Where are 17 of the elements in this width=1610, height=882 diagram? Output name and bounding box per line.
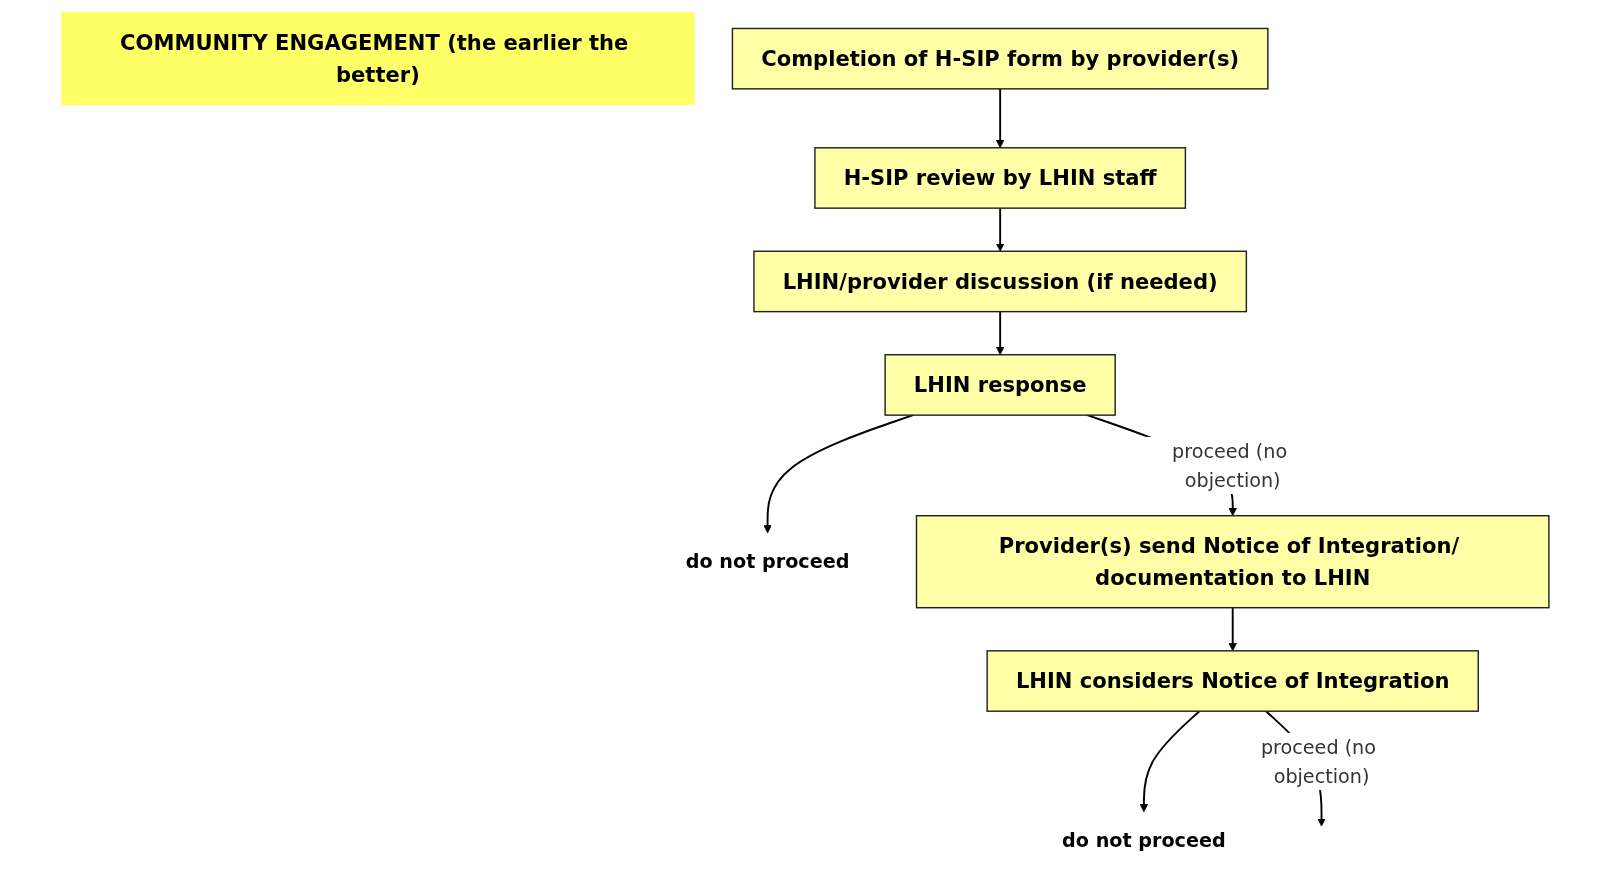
arrow bbox=[1228, 606, 1237, 652]
arrow bbox=[1139, 710, 1201, 813]
node-box: LHIN/provider discussion (if needed) bbox=[752, 250, 1247, 313]
node-box: H-SIP review by LHIN staff bbox=[813, 147, 1186, 209]
arrow bbox=[995, 87, 1005, 149]
edge-label: proceed (no objection) bbox=[1260, 735, 1376, 788]
node-box: LHIN considers Notice of Integration bbox=[986, 650, 1479, 712]
arrow bbox=[995, 207, 1005, 252]
node-box: Completion of H-SIP form by provider(s) bbox=[731, 27, 1269, 90]
edge-label: proceed (no objection) bbox=[1171, 439, 1287, 492]
node-box: COMMUNITY ENGAGEMENT (the earlier the better) bbox=[60, 12, 695, 106]
node-text: do not proceed bbox=[685, 550, 850, 574]
node-box: LHIN response bbox=[884, 354, 1116, 416]
node-box: Provider(s) send Notice of Integration/ documentation to LHIN bbox=[915, 515, 1550, 609]
arrow bbox=[763, 414, 914, 534]
node-text: do not proceed bbox=[1061, 829, 1226, 853]
arrow bbox=[995, 310, 1005, 356]
